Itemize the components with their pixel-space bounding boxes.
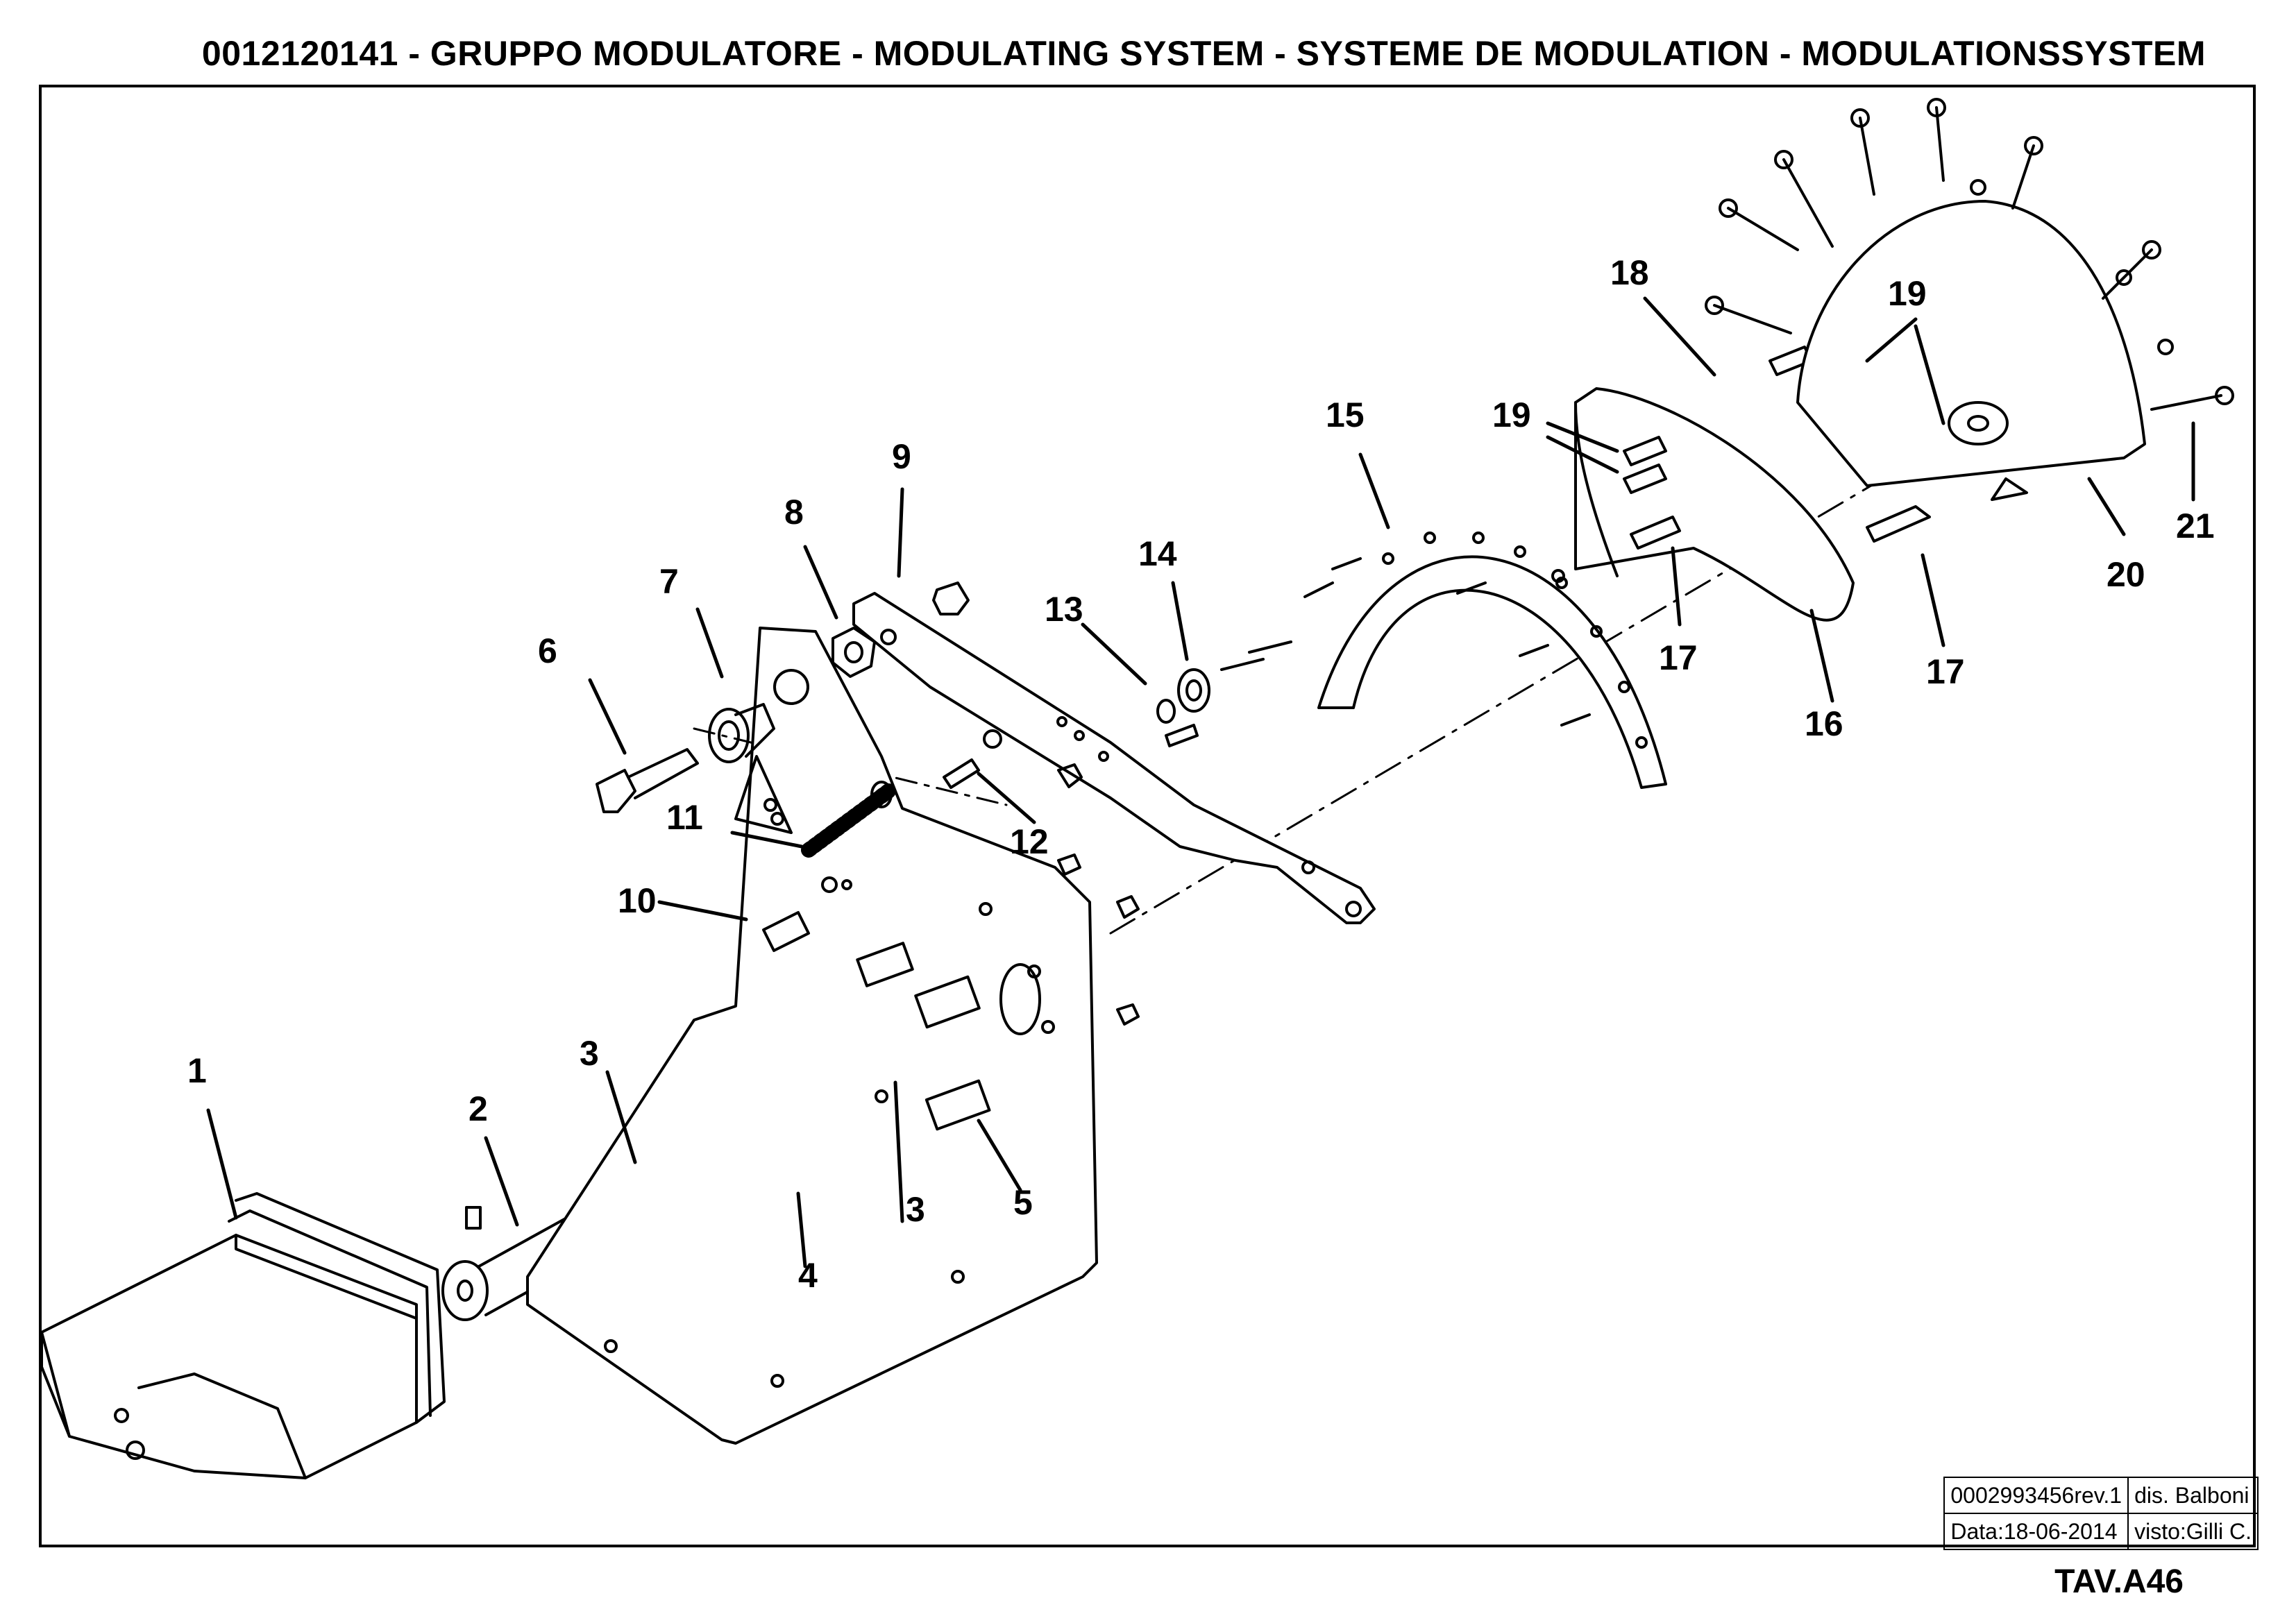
checked-by: visto:Gilli C. bbox=[2127, 1513, 2259, 1550]
callout-7: 7 bbox=[659, 562, 679, 601]
mounting-plate bbox=[526, 627, 1098, 1445]
callout-6: 6 bbox=[538, 631, 557, 670]
title-block: 0002993456rev.1 dis. Balboni Data:18-06-… bbox=[1943, 1477, 2259, 1550]
callout-1: 1 bbox=[187, 1051, 207, 1090]
drawn-by: dis. Balboni bbox=[2127, 1477, 2259, 1514]
callout-5: 5 bbox=[1013, 1183, 1033, 1222]
sheet-label: TAV.A46 bbox=[2054, 1563, 2184, 1600]
callout-17a: 17 bbox=[1659, 638, 1698, 677]
callout-21: 21 bbox=[2176, 507, 2215, 545]
bearing-part bbox=[1156, 640, 1292, 747]
callout-8: 8 bbox=[784, 493, 804, 532]
callout-9: 9 bbox=[892, 437, 911, 476]
cam-strip-part bbox=[1303, 532, 1667, 789]
callout-2: 2 bbox=[469, 1089, 488, 1128]
callout-12: 12 bbox=[1010, 822, 1049, 861]
callout-18: 18 bbox=[1610, 253, 1649, 292]
leader-arrows bbox=[206, 296, 2195, 1268]
nut-part bbox=[832, 627, 876, 678]
spring-part bbox=[801, 781, 896, 893]
callout-14: 14 bbox=[1138, 534, 1177, 573]
pivot-bolt-part bbox=[596, 748, 699, 813]
drawing-frame bbox=[39, 85, 2256, 1547]
callout-13: 13 bbox=[1045, 590, 1083, 629]
servomotor-part bbox=[40, 1192, 446, 1479]
callout-19a: 19 bbox=[1492, 396, 1531, 434]
pivot-bushing-part bbox=[708, 703, 775, 763]
cam-carrier-part bbox=[1551, 387, 1855, 622]
callout-15: 15 bbox=[1326, 396, 1365, 434]
callout-10: 10 bbox=[618, 881, 657, 920]
callout-19b: 19 bbox=[1888, 274, 1927, 313]
callout-3a: 3 bbox=[580, 1034, 599, 1073]
spacer-part bbox=[856, 942, 991, 1131]
nut-part bbox=[932, 581, 1140, 1026]
adjustment-screw-part bbox=[1705, 98, 2234, 411]
callout-11: 11 bbox=[666, 798, 703, 837]
drawing-number: 0002993456rev.1 bbox=[1943, 1477, 2129, 1514]
callout-4: 4 bbox=[798, 1256, 818, 1295]
callout-16: 16 bbox=[1805, 704, 1843, 743]
stud-part bbox=[762, 729, 1002, 952]
callout-3b: 3 bbox=[906, 1190, 925, 1229]
lever-arm-part bbox=[852, 592, 1376, 924]
sector-plate-part bbox=[1796, 200, 2146, 501]
drawing-date: Data:18-06-2014 bbox=[1943, 1513, 2129, 1550]
callout-20: 20 bbox=[2107, 555, 2145, 594]
page-title: 0012120141 - GRUPPO MODULATORE - MODULAT… bbox=[201, 34, 2206, 73]
callout-17b: 17 bbox=[1926, 652, 1965, 691]
